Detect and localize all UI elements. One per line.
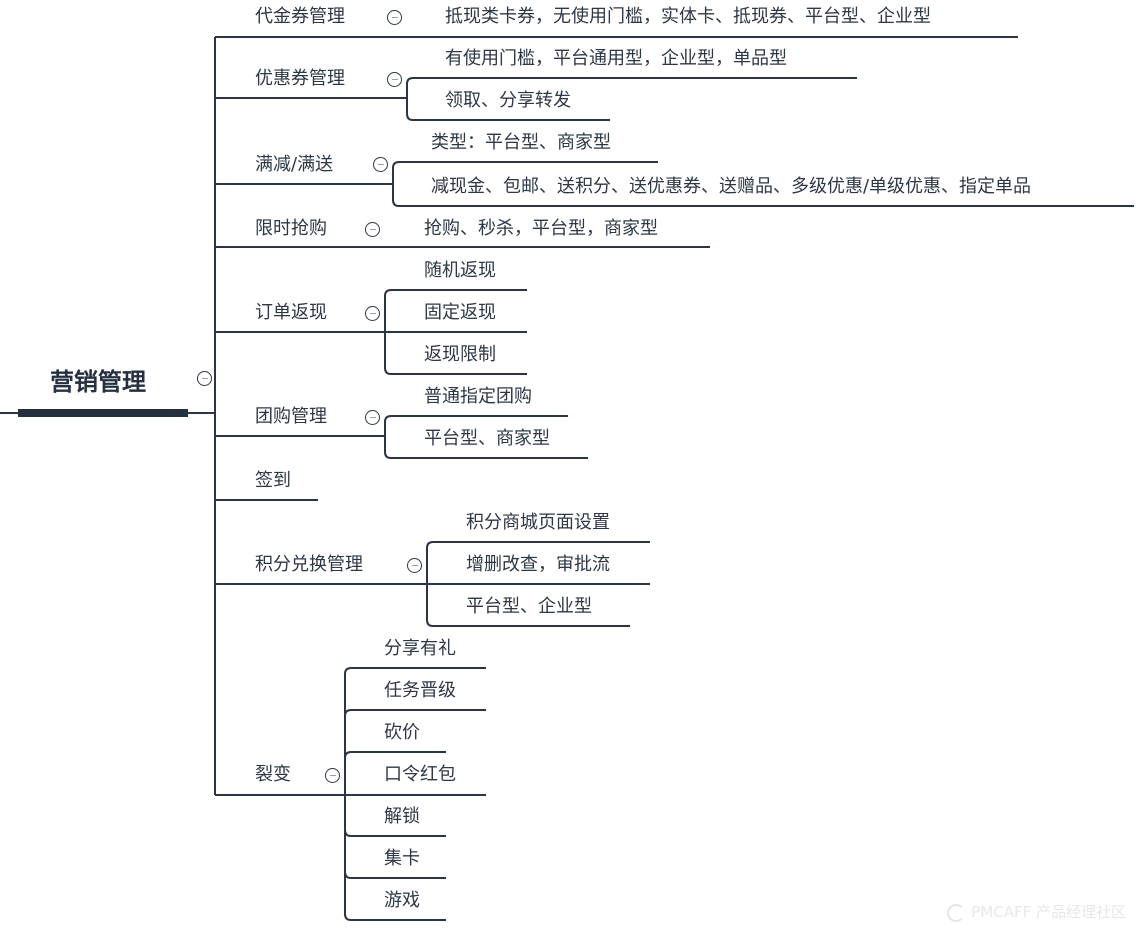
leaf-node[interactable]: 平台型、商家型	[424, 428, 550, 449]
branch-node[interactable]: 团购管理	[255, 406, 327, 427]
leaf-node[interactable]: 随机返现	[424, 260, 496, 281]
branch-node[interactable]: 签到	[255, 470, 291, 491]
branch-node[interactable]: 代金券管理	[255, 6, 345, 27]
branch-node[interactable]: 优惠券管理	[255, 68, 345, 89]
leaf-node[interactable]: 抢购、秒杀，平台型，商家型	[424, 218, 658, 239]
collapse-icon[interactable]	[387, 72, 402, 87]
collapse-icon[interactable]	[325, 768, 340, 783]
watermark: PMCAFF 产品经理社区	[947, 901, 1126, 922]
collapse-icon[interactable]	[407, 558, 422, 573]
root-node[interactable]: 营销管理	[50, 368, 146, 396]
branch-node[interactable]: 裂变	[255, 764, 291, 785]
leaf-node[interactable]: 增删改查，审批流	[466, 554, 610, 575]
collapse-icon[interactable]	[365, 410, 380, 425]
leaf-node[interactable]: 分享有礼	[384, 638, 456, 659]
leaf-node[interactable]: 领取、分享转发	[445, 90, 571, 111]
leaf-node[interactable]: 有使用门槛，平台通用型，企业型，单品型	[445, 48, 787, 69]
watermark-text: PMCAFF 产品经理社区	[971, 903, 1126, 921]
collapse-icon[interactable]	[197, 371, 212, 386]
leaf-node[interactable]: 普通指定团购	[424, 386, 532, 407]
leaf-node[interactable]: 返现限制	[424, 344, 496, 365]
leaf-node[interactable]: 积分商城页面设置	[466, 512, 610, 533]
collapse-icon[interactable]	[365, 306, 380, 321]
leaf-node[interactable]: 固定返现	[424, 302, 496, 323]
collapse-icon[interactable]	[373, 157, 388, 172]
leaf-node[interactable]: 集卡	[384, 848, 420, 869]
leaf-node[interactable]: 减现金、包邮、送积分、送优惠券、送赠品、多级优惠/单级优惠、指定单品	[431, 176, 1032, 197]
collapse-icon[interactable]	[387, 10, 402, 25]
branch-node[interactable]: 积分兑换管理	[255, 554, 363, 575]
leaf-node[interactable]: 砍价	[384, 722, 420, 743]
leaf-node[interactable]: 抵现类卡券，无使用门槛，实体卡、抵现券、平台型、企业型	[445, 6, 931, 27]
branch-node[interactable]: 满减/满送	[255, 154, 334, 175]
branch-node[interactable]: 限时抢购	[255, 218, 327, 239]
leaf-node[interactable]: 游戏	[384, 890, 420, 911]
leaf-node[interactable]: 口令红包	[384, 764, 456, 785]
branch-node[interactable]: 订单返现	[255, 302, 327, 323]
leaf-node[interactable]: 类型：平台型、商家型	[431, 132, 611, 153]
pmcaff-logo-icon	[947, 903, 966, 922]
leaf-node[interactable]: 解锁	[384, 806, 420, 827]
leaf-node[interactable]: 任务晋级	[384, 680, 456, 701]
leaf-node[interactable]: 平台型、企业型	[466, 596, 592, 617]
collapse-icon[interactable]	[365, 222, 380, 237]
